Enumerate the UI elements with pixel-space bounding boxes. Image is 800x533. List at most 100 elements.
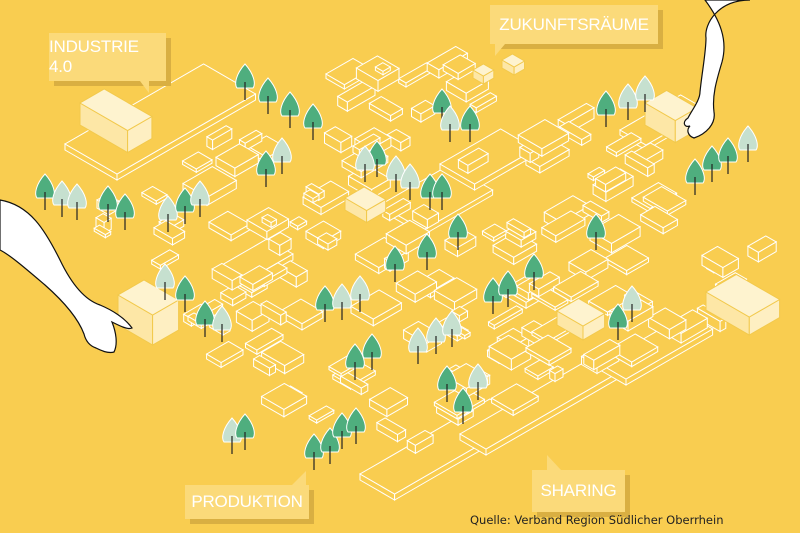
tree-icon (468, 363, 488, 400)
building (395, 270, 438, 304)
building (647, 307, 687, 340)
building (410, 99, 436, 123)
label-tail (140, 81, 149, 93)
building (700, 245, 740, 279)
left-hand-pointing (0, 199, 133, 354)
tree-icon (235, 63, 255, 100)
tree-icon (586, 213, 606, 250)
tree-icon (303, 103, 323, 140)
building (368, 387, 409, 418)
building (457, 147, 490, 175)
highlighted-building (471, 63, 495, 85)
tree-icon (386, 155, 406, 192)
highlighted-building (705, 273, 781, 336)
building (207, 210, 251, 242)
building (594, 166, 627, 193)
tree-icon (608, 303, 628, 340)
tree-icon (385, 245, 405, 282)
building (211, 262, 243, 291)
trees-layer (35, 63, 758, 470)
right-hand-pointing (683, 0, 751, 139)
tree-icon (596, 90, 616, 127)
tree-icon (190, 180, 210, 217)
tree-icon (483, 277, 503, 314)
building (308, 405, 335, 424)
building (442, 54, 477, 81)
tree-icon (400, 163, 420, 200)
tree-icon (175, 275, 195, 312)
building (524, 141, 571, 174)
tree-icon (432, 173, 452, 210)
building (624, 150, 656, 178)
building (746, 235, 778, 263)
building (639, 205, 679, 235)
label-tail (547, 455, 561, 470)
label-sharing: SHARING (532, 470, 625, 512)
tree-icon (417, 233, 437, 270)
building (524, 334, 572, 367)
building (153, 220, 186, 246)
tree-icon (280, 91, 300, 128)
building (411, 204, 440, 230)
building (506, 218, 532, 239)
tree-icon (362, 333, 382, 370)
tree-icon (442, 310, 462, 347)
building (444, 229, 477, 258)
tree-icon (304, 433, 324, 470)
building (289, 216, 308, 231)
building (487, 305, 524, 330)
tree-icon (212, 305, 232, 342)
tree-icon (195, 300, 215, 337)
label-zukunftsraeume: ZUKUNFTSRÄUME (490, 5, 658, 44)
tree-icon (618, 83, 638, 120)
tree-icon (448, 213, 468, 250)
tree-icon (622, 285, 642, 322)
building (181, 151, 214, 174)
highlighted-building (117, 279, 180, 346)
tree-icon (350, 275, 370, 312)
tree-icon (332, 283, 352, 320)
buildings-layer (63, 45, 778, 501)
tree-icon (258, 77, 278, 114)
tree-icon (272, 137, 292, 174)
building (244, 327, 284, 356)
source-credit: Quelle: Verband Region Südlicher Oberrhe… (470, 513, 724, 527)
building (490, 383, 540, 417)
tree-icon (440, 105, 460, 142)
tree-icon (498, 270, 518, 307)
highlighted-building (343, 186, 387, 224)
building (238, 265, 274, 292)
building (214, 143, 260, 178)
tree-icon (635, 75, 655, 112)
building (205, 340, 245, 369)
label-tail (292, 471, 306, 485)
building (374, 62, 392, 76)
tree-icon (437, 365, 457, 402)
building (605, 132, 642, 158)
tree-icon (346, 407, 366, 444)
tree-icon (426, 317, 446, 354)
building (381, 197, 412, 222)
building (323, 126, 353, 154)
highlighted-building (79, 88, 153, 154)
building (517, 119, 570, 158)
tree-icon (115, 193, 135, 230)
building (433, 277, 478, 312)
tree-icon (408, 327, 428, 364)
tree-icon (52, 180, 72, 217)
tree-icon (315, 285, 335, 322)
tree-icon (685, 158, 705, 195)
tree-icon (345, 343, 365, 380)
tree-icon (155, 263, 175, 300)
tree-icon (158, 195, 178, 232)
building (368, 96, 404, 122)
building (540, 210, 586, 244)
highlighted-building (501, 53, 526, 76)
building (63, 63, 257, 181)
tree-icon (738, 125, 758, 162)
building (316, 232, 338, 251)
building (140, 185, 168, 206)
building (219, 284, 247, 307)
building (582, 338, 621, 371)
